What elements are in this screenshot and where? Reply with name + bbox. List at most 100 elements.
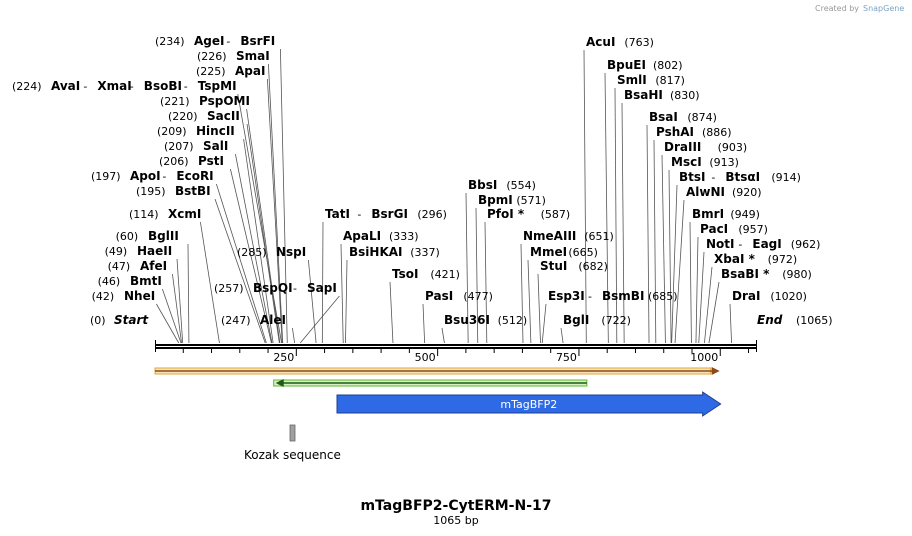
- cut-site-bmti: (46)BmtI: [98, 274, 162, 288]
- cut-site-bpuei: BpuEI(802): [607, 58, 683, 72]
- enzyme-name: PacI: [700, 222, 728, 236]
- cut-site-apali: ApaLI(333): [343, 229, 419, 243]
- cut-site-line: [674, 199, 685, 344]
- cut-site-line: [246, 123, 280, 344]
- cut-site-position: (257): [214, 282, 244, 295]
- cut-site-line: [708, 281, 720, 344]
- cut-site-line: [187, 243, 190, 344]
- cut-site-position: (913): [709, 156, 739, 169]
- cut-site-position: (247): [221, 314, 251, 327]
- cut-site-line: [172, 273, 182, 344]
- cut-site-apai: (225)ApaI: [196, 64, 265, 78]
- cut-site-line: [583, 49, 587, 344]
- feature-kozak-sequence[interactable]: Kozak sequence: [244, 424, 341, 462]
- name-separator: -: [357, 208, 361, 221]
- enzyme-name: ApaI: [235, 64, 265, 78]
- cut-site-position: (682): [578, 260, 608, 273]
- enzyme-name: BsmBI: [602, 289, 644, 303]
- enzyme-name: BmtI: [130, 274, 162, 288]
- cut-site-position: (920): [732, 186, 762, 199]
- cut-site-position: (957): [738, 223, 768, 236]
- sequence-backbone: [155, 340, 757, 352]
- cut-site-line: [604, 72, 609, 344]
- enzyme-name: BglI: [563, 313, 589, 327]
- cut-site-position: (914): [771, 171, 801, 184]
- enzyme-name: TatI: [325, 207, 350, 221]
- cut-site-line: [621, 102, 625, 344]
- cut-site-tsoi: TsoI(421): [392, 267, 460, 281]
- enzyme-name: XmaI: [97, 79, 131, 93]
- cut-site-line: [671, 184, 678, 344]
- cut-site-position: (285): [237, 246, 267, 259]
- cut-site-position: (296): [417, 208, 447, 221]
- cut-site-bspqi: (257)BspQI - SapI: [214, 281, 337, 295]
- cut-site-position: (337): [410, 246, 440, 259]
- cut-site-position: (665): [568, 246, 598, 259]
- orf-forward-1: [154, 367, 720, 375]
- enzyme-name: BglII: [148, 229, 179, 243]
- cut-site-bstbi: (195)BstBI: [136, 184, 211, 198]
- enzyme-name: BsoBI: [144, 79, 182, 93]
- enzyme-name: Esp3I: [548, 289, 585, 303]
- cut-site-line: [389, 281, 394, 344]
- cut-site-line: [484, 221, 488, 344]
- cut-site-position: (763): [624, 36, 654, 49]
- enzyme-name: AcuI: [586, 35, 615, 49]
- cut-site-btsi: BtsI - BtsαI(914): [679, 170, 801, 184]
- cut-site-line: [527, 259, 532, 344]
- cut-site-position: (962): [791, 238, 821, 251]
- cut-site-line: [268, 63, 284, 344]
- axis-tick-label: 750: [556, 351, 577, 364]
- enzyme-name: NspI: [276, 245, 306, 259]
- enzyme-name: SalI: [203, 139, 228, 153]
- enzyme-name: EagI: [752, 237, 781, 251]
- name-separator: -: [711, 171, 715, 184]
- name-separator: -: [293, 282, 297, 295]
- cut-site-bgli: BglI (722): [563, 313, 631, 327]
- cut-site-haeii: (49)HaeII: [105, 244, 173, 258]
- cut-site-position: (802): [653, 59, 683, 72]
- cut-site-line: [237, 93, 283, 344]
- cut-site-psti: (206)PstI: [159, 154, 224, 168]
- cut-site-line: [560, 327, 564, 344]
- cut-site-bsihkai: BsiHKAI (337): [349, 245, 440, 259]
- cut-site-stui: StuI(682): [540, 259, 608, 273]
- enzyme-name: PfoI *: [487, 207, 525, 221]
- feature-label: mTagBFP2: [500, 398, 557, 411]
- cut-site-msci: MscI (913): [671, 155, 739, 169]
- feature-mtagbfp2[interactable]: mTagBFP2: [336, 391, 722, 417]
- cut-site-line: [695, 236, 699, 344]
- enzyme-name: EcoRI: [176, 169, 213, 183]
- enzyme-name: BsiHKAI: [349, 245, 403, 259]
- enzyme-name: BsaHI: [624, 88, 663, 102]
- cut-site-line: [308, 259, 317, 344]
- enzyme-name: MscI: [671, 155, 702, 169]
- cut-site-position: (722): [601, 314, 631, 327]
- enzyme-name: PspOMI: [199, 94, 250, 108]
- cut-site-position: (224): [12, 80, 42, 93]
- cut-site-sali: (207)SalI: [164, 139, 228, 153]
- cut-site-position: (830): [670, 89, 700, 102]
- cut-site-position: (49): [105, 245, 128, 258]
- cut-site-draiii: DraIII(903): [664, 140, 747, 154]
- enzyme-name: BstBI: [175, 184, 211, 198]
- cut-site-position: (874): [687, 111, 717, 124]
- enzyme-name: DraIII: [664, 140, 701, 154]
- end-position: (1065): [796, 314, 833, 327]
- cut-site-line: [321, 221, 324, 344]
- cut-site-line: [704, 266, 713, 344]
- cut-site-acui: AcuI (763): [586, 35, 654, 49]
- cut-site-line: [230, 168, 272, 344]
- cut-site-line: [156, 303, 180, 344]
- cut-site-line: [541, 303, 547, 344]
- cut-site-line: [668, 169, 672, 344]
- enzyme-name: SmlI: [617, 73, 647, 87]
- cut-site-pasi: PasI(477): [425, 289, 493, 303]
- snapgene-logo: SnapGene: [863, 4, 904, 13]
- cut-site-line: [422, 303, 426, 344]
- cut-site-line: [689, 221, 692, 344]
- enzyme-name: SapI: [307, 281, 337, 295]
- cut-site-position: (421): [430, 268, 460, 281]
- cut-site-line: [537, 273, 541, 344]
- cut-site-noti: NotI - EagI(962): [706, 237, 820, 251]
